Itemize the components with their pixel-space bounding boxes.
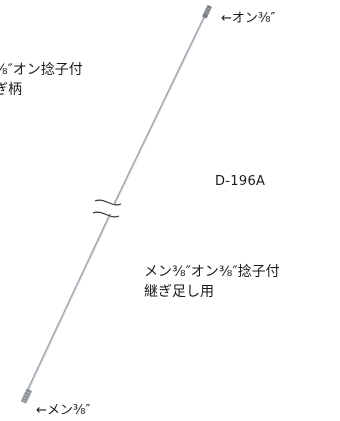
product-description-line2: 継ぎ足し用 [144,284,214,300]
model-number-label: D-196A [215,174,266,189]
rod-lower-highlight [27,214,112,393]
left-clipped-caption: ⅜″オン捻子付 ぎ柄 [0,60,83,100]
extension-rod-icon [25,16,206,394]
product-description: メン⅜″オン⅜″捻子付 継ぎ足し用 [144,262,280,302]
rod-upper-highlight [115,17,206,204]
female-thread-fitting-icon [202,5,212,19]
break-mark-icon [92,199,122,218]
product-description-line1: メン⅜″オン⅜″捻子付 [144,264,280,280]
bottom-connector-label: ←メン⅜″ [36,403,91,418]
rod-upper-segment [113,16,206,205]
left-clipped-caption-line1: ⅜″オン捻子付 [0,62,83,78]
left-clipped-caption-line2: ぎ柄 [0,82,22,98]
top-connector-label: ←オン⅜″ [221,11,276,26]
rod-lower-segment [25,213,112,394]
male-thread-fitting-icon [21,388,32,404]
